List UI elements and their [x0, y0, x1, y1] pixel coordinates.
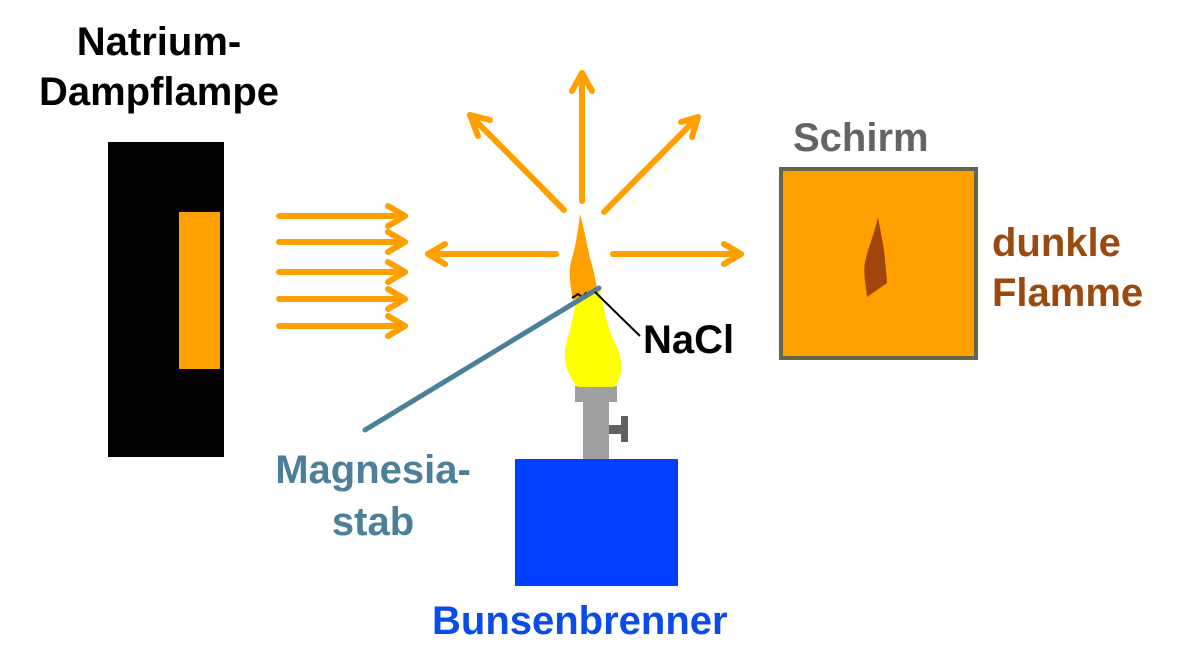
arrow-right-icon: [276, 286, 408, 312]
label-bunsen-burner: Bunsenbrenner: [432, 599, 728, 643]
label-screen: Schirm: [793, 116, 929, 160]
arrow-up-right-icon: [601, 114, 701, 215]
label-dark-flame: dunkle Flamme: [992, 218, 1143, 318]
label-nacl: NaCl: [643, 318, 735, 362]
label-sodium-lamp-line1: Natrium-: [76, 20, 242, 64]
label-dark-flame-line2: Flamme: [992, 271, 1144, 315]
gas-valve-handle: [621, 416, 628, 442]
arrow-right-icon: [276, 259, 408, 285]
arrow-right-icon: [610, 241, 744, 267]
screen: [779, 167, 978, 360]
emitted-rays: [425, 70, 744, 267]
burner-flame: [564, 214, 622, 387]
arrow-right-icon: [276, 203, 408, 229]
incoming-rays: [276, 203, 408, 339]
arrow-up-left-icon: [467, 112, 567, 213]
label-sodium-lamp-line2: Dampflampe: [38, 70, 280, 114]
dark-flame-shadow: [864, 217, 887, 297]
sodium-lamp: [108, 142, 224, 457]
burner-collar: [575, 386, 617, 402]
label-magnesia-rod-line1: Magnesia-: [275, 448, 471, 492]
arrow-right-icon: [276, 313, 408, 339]
label-magnesia-rod: Magnesia- stab: [248, 444, 498, 548]
bunsen-burner: [515, 386, 678, 586]
arrow-right-icon: [276, 229, 408, 255]
arrow-left-icon: [425, 241, 559, 267]
lamp-light-window: [179, 212, 220, 369]
nacl-pointer-line: [594, 291, 641, 337]
label-sodium-lamp: Natrium- Dampflampe: [0, 17, 318, 117]
burner-base: [515, 459, 678, 586]
flame-outer-orange: [569, 214, 598, 300]
arrow-up-icon: [569, 70, 595, 204]
flame-inner-yellow: [564, 290, 622, 387]
label-dark-flame-line1: dunkle: [992, 221, 1121, 265]
magnesia-rod: [362, 285, 602, 433]
gas-valve-stem: [609, 425, 625, 434]
burner-tube: [583, 399, 609, 459]
label-magnesia-rod-line2: stab: [331, 500, 415, 544]
